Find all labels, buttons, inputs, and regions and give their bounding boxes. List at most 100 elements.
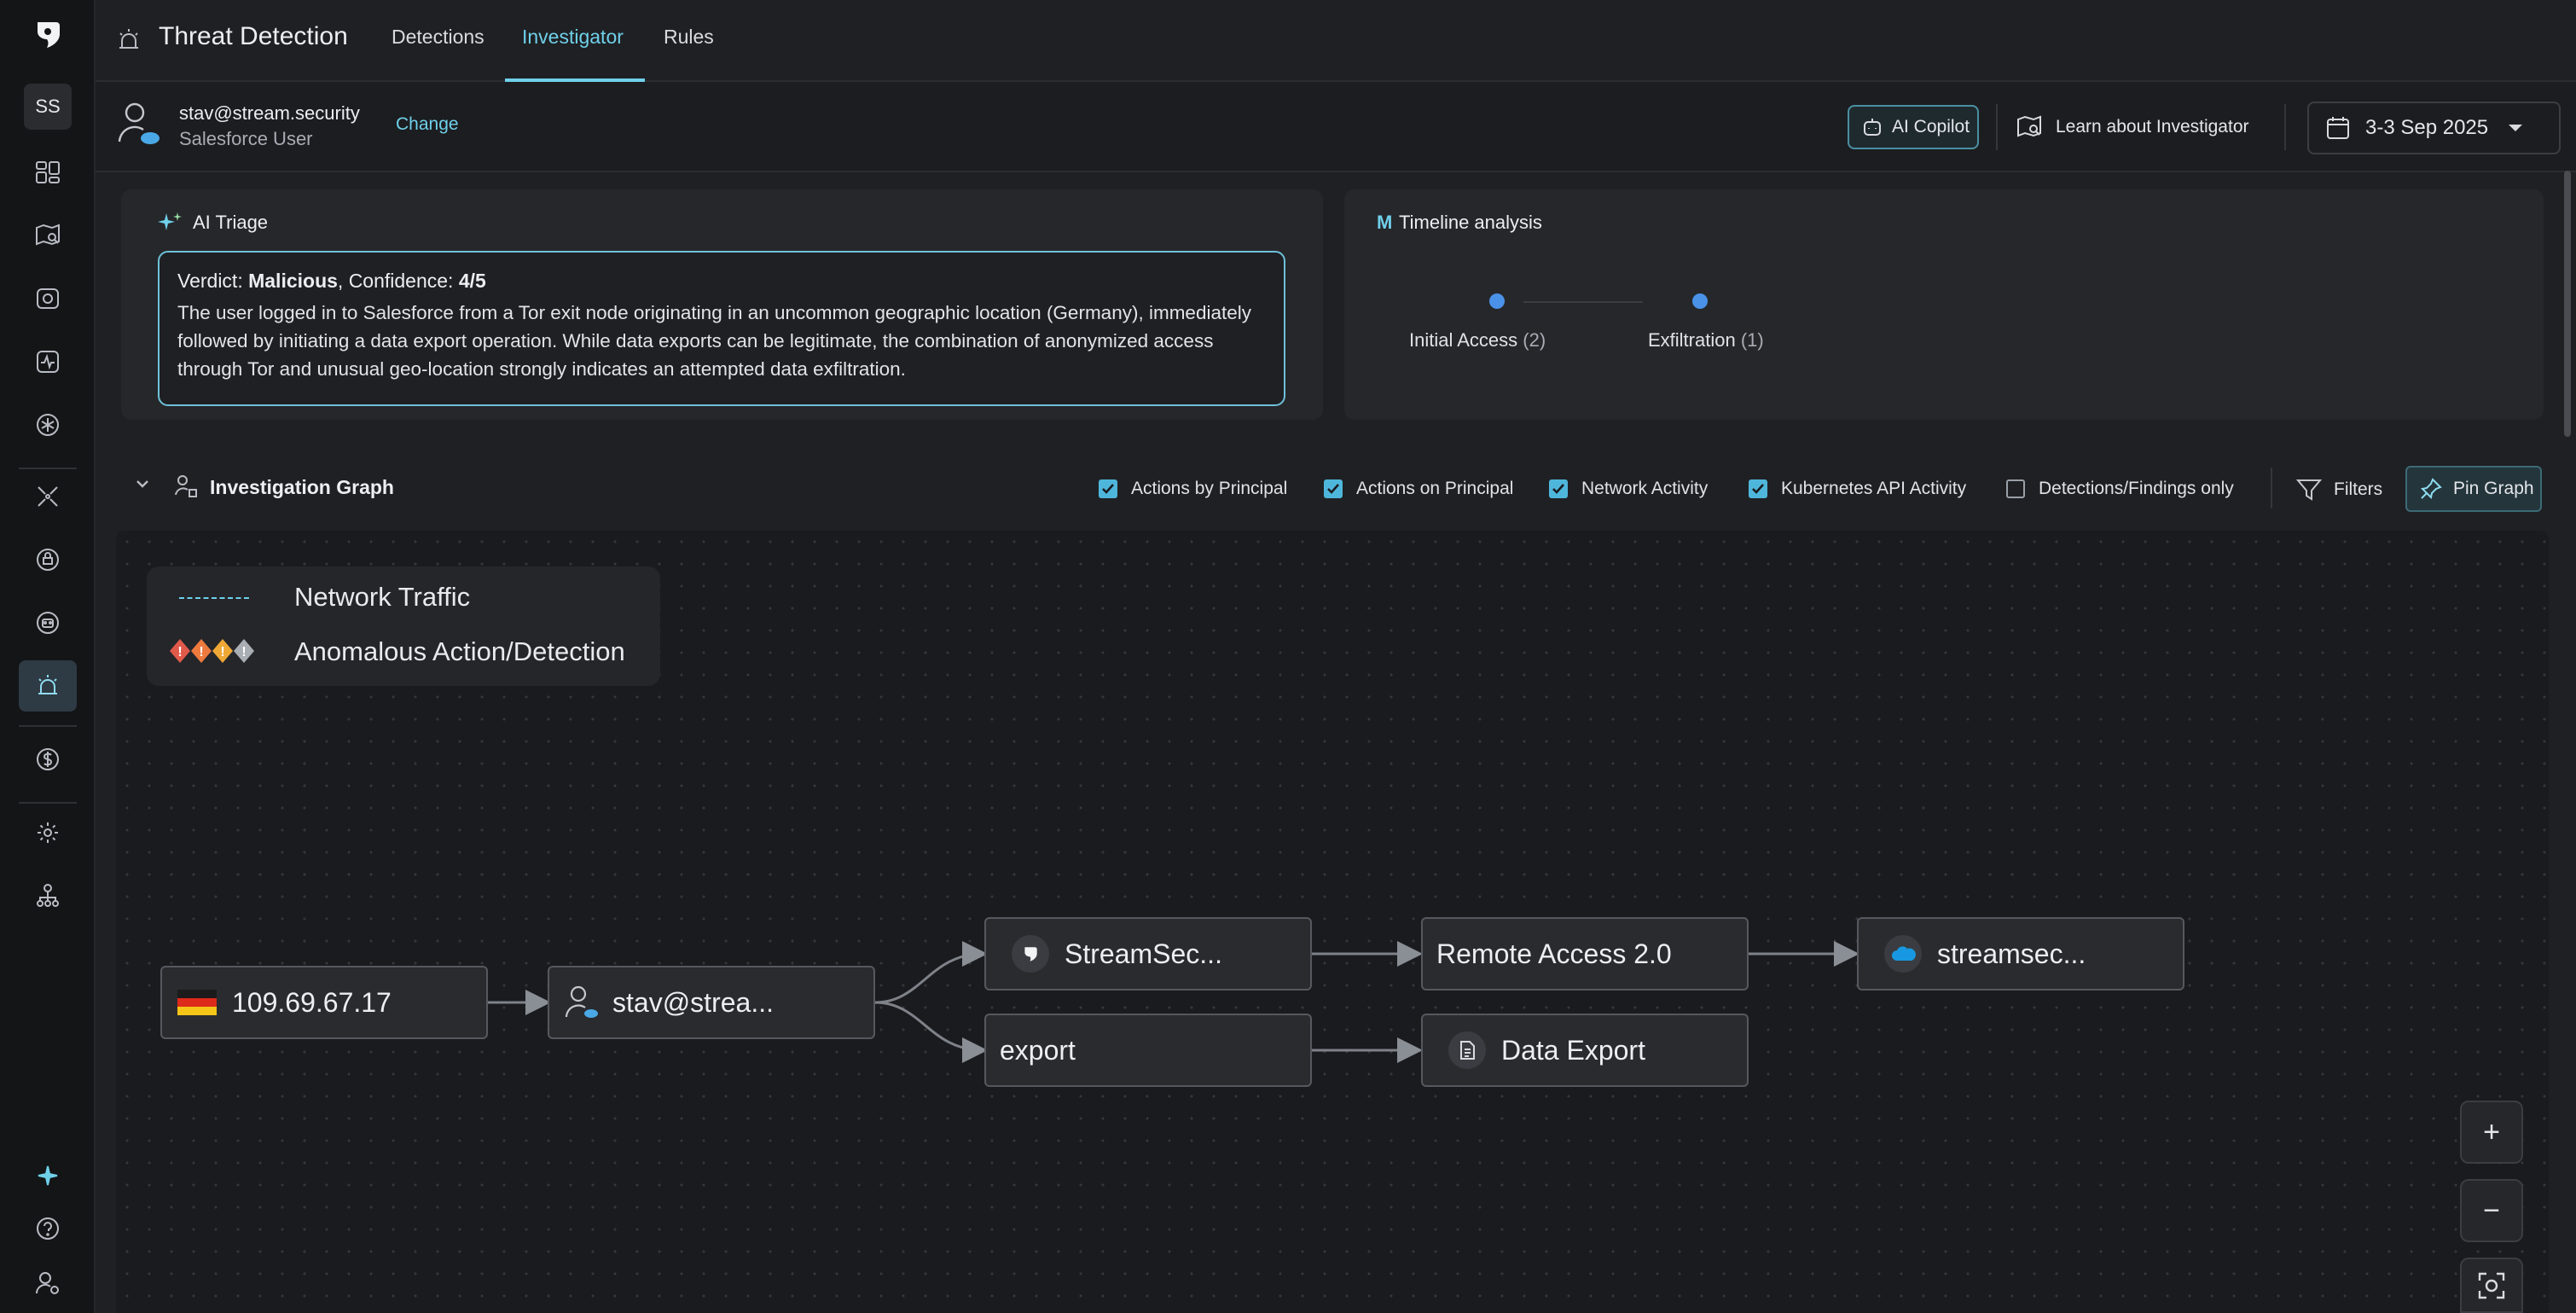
triage-verdict-box xyxy=(158,251,1285,406)
anomaly-severity-icons: ! ! ! ! xyxy=(167,636,263,670)
node-ip-address[interactable]: 109.69.67.17 xyxy=(160,966,488,1039)
gear-icon[interactable] xyxy=(19,807,77,858)
chevron-down-icon xyxy=(2509,125,2523,131)
timeline-dot[interactable] xyxy=(1692,293,1708,309)
document-icon xyxy=(1448,1031,1486,1069)
salesforce-cloud-icon xyxy=(1884,935,1922,973)
page-title: Threat Detection xyxy=(159,22,348,50)
timeline-card xyxy=(1344,189,2544,420)
user-settings-icon[interactable] xyxy=(19,1258,77,1309)
confidence-prefix: , Confidence: xyxy=(337,270,459,292)
filter-label: Actions by Principal xyxy=(1131,479,1288,498)
chevron-down-icon[interactable] xyxy=(135,478,150,493)
node-label: stav@strea... xyxy=(612,986,774,1018)
svg-text:!: ! xyxy=(220,645,224,659)
filters-label: Filters xyxy=(2334,479,2383,499)
principal-type: Salesforce User xyxy=(179,128,313,149)
tab-investigator[interactable]: Investigator xyxy=(522,26,624,48)
timeline-connector xyxy=(1523,301,1643,303)
kubernetes-icon[interactable] xyxy=(19,399,77,450)
dollar-icon[interactable] xyxy=(19,734,77,785)
filter-label: Detections/Findings only xyxy=(2039,479,2234,498)
filter-checkbox-detections-only[interactable] xyxy=(2006,479,2025,498)
avatar[interactable]: SS xyxy=(24,84,72,130)
node-data-export[interactable]: Data Export xyxy=(1421,1014,1749,1087)
activity-icon[interactable] xyxy=(19,336,77,387)
filter-checkbox-actions-by-principal[interactable] xyxy=(1099,479,1117,498)
verdict-prefix: Verdict: xyxy=(177,270,249,292)
graph-icon xyxy=(172,473,200,504)
toolbar-divider xyxy=(2271,468,2272,508)
node-remote-access[interactable]: Remote Access 2.0 xyxy=(1421,917,1749,991)
stream-logo[interactable] xyxy=(31,17,65,51)
camera-icon[interactable] xyxy=(19,273,77,324)
toolbar-divider xyxy=(2284,104,2286,150)
shield-icon[interactable] xyxy=(19,534,77,585)
timeline-dot[interactable] xyxy=(1489,293,1505,309)
stage-count: (2) xyxy=(1523,329,1546,351)
help-icon[interactable] xyxy=(19,1203,77,1254)
timeline-stage-exfiltration[interactable]: Exfiltration (1) xyxy=(1648,329,1764,351)
change-principal-link[interactable]: Change xyxy=(396,114,459,134)
siren-icon xyxy=(114,26,143,59)
stream-logo-icon xyxy=(1012,935,1049,973)
salesforce-user-icon xyxy=(116,99,162,154)
filter-checkbox-network-activity[interactable] xyxy=(1549,479,1568,498)
sidebar-divider xyxy=(19,468,77,469)
graph-title: Investigation Graph xyxy=(210,476,394,498)
verdict-value: Malicious xyxy=(248,270,338,292)
node-user[interactable]: stav@strea... xyxy=(548,966,875,1039)
node-label: streamsec... xyxy=(1937,938,2086,969)
svg-text:!: ! xyxy=(177,645,182,659)
learn-investigator-button[interactable]: Learn about Investigator xyxy=(2015,105,2271,149)
sidebar-divider xyxy=(19,802,77,804)
filter-checkbox-kubernetes-api[interactable] xyxy=(1749,479,1767,498)
stage-label: Exfiltration xyxy=(1648,329,1736,351)
node-export-action[interactable]: export xyxy=(984,1014,1312,1087)
tab-rules[interactable]: Rules xyxy=(664,26,714,48)
filter-label: Kubernetes API Activity xyxy=(1781,479,1967,498)
date-range-value: 3-3 Sep 2025 xyxy=(2365,116,2489,139)
top-header: Threat Detection Detections Investigator… xyxy=(96,0,2576,82)
timeline-title: Timeline analysis xyxy=(1399,212,1542,233)
node-label: StreamSec... xyxy=(1065,938,1222,969)
map-search-icon[interactable] xyxy=(19,210,77,261)
stage-count: (1) xyxy=(1740,329,1764,351)
sparkle-icon[interactable] xyxy=(19,1150,77,1201)
confidence-value: 4/5 xyxy=(458,270,486,292)
zoom-in-button[interactable]: + xyxy=(2460,1101,2523,1164)
fit-view-button[interactable] xyxy=(2460,1258,2523,1313)
zoom-out-button[interactable]: − xyxy=(2460,1179,2523,1242)
verdict-line: Verdict: Malicious, Confidence: 4/5 xyxy=(177,270,486,293)
crosshair-icon[interactable] xyxy=(19,471,77,522)
ai-copilot-button[interactable]: AI Copilot xyxy=(1848,105,1979,149)
org-chart-icon[interactable] xyxy=(19,870,77,921)
scrollbar-thumb[interactable] xyxy=(2564,171,2571,437)
pin-graph-label: Pin Graph xyxy=(2453,479,2534,498)
svg-text:!: ! xyxy=(241,645,246,659)
tab-detections[interactable]: Detections xyxy=(392,26,484,48)
node-streamsec-app[interactable]: StreamSec... xyxy=(984,917,1312,991)
node-label: Data Export xyxy=(1501,1034,1645,1066)
filters-button[interactable]: Filters xyxy=(2295,474,2382,505)
pin-graph-button[interactable]: Pin Graph xyxy=(2405,466,2542,512)
triage-summary: The user logged in to Salesforce from a … xyxy=(177,302,1251,380)
filter-checkbox-actions-on-principal[interactable] xyxy=(1324,479,1343,498)
timeline-stage-initial-access[interactable]: Initial Access (2) xyxy=(1409,329,1546,351)
legend-anomalous: Anomalous Action/Detection xyxy=(294,636,625,666)
salesforce-user-icon xyxy=(565,985,598,1018)
dashboard-icon[interactable] xyxy=(19,147,77,198)
ai-copilot-label: AI Copilot xyxy=(1892,117,1970,137)
sidebar: SS xyxy=(0,0,96,1313)
node-label: 109.69.67.17 xyxy=(232,986,392,1018)
date-range-picker[interactable]: 3-3 Sep 2025 xyxy=(2307,102,2561,154)
node-salesforce-org[interactable]: streamsec... xyxy=(1857,917,2184,991)
filter-label: Actions on Principal xyxy=(1356,479,1514,498)
germany-flag-icon xyxy=(177,990,217,1015)
network-traffic-line xyxy=(179,597,249,599)
edge-user-to-streamsec xyxy=(874,941,988,1004)
filter-label: Network Activity xyxy=(1581,479,1709,498)
bot-icon[interactable] xyxy=(19,597,77,648)
siren-icon[interactable] xyxy=(19,660,77,712)
